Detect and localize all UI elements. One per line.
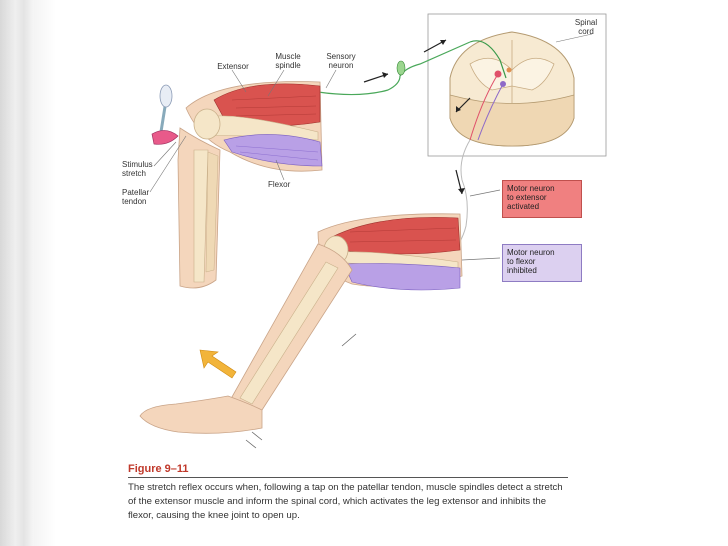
flexor-muscle-lower: [343, 263, 461, 291]
sensory-fiber-in-cord: [469, 40, 507, 79]
leader-extensor: [231, 69, 247, 93]
leader-sensory-neuron: [325, 69, 337, 89]
leader-motor-extensor: [469, 189, 501, 197]
book-binding-shadow: [0, 0, 34, 546]
figure-title: Figure 9–11: [128, 463, 189, 475]
leader-patellar-tendon: [149, 135, 187, 193]
sensory-neuron-path: [317, 41, 471, 96]
box-motor-neuron-flexor: Motor neuron to flexor inhibited: [502, 244, 582, 282]
upper-leg-illustration: [177, 81, 323, 289]
label-flexor: Flexor: [268, 180, 291, 189]
motion-lines: [245, 333, 357, 449]
reflex-hammer: [151, 84, 179, 145]
book-binding-fade: [34, 0, 56, 546]
lower-leg-illustration: [139, 213, 463, 434]
spinal-cord-section: [449, 31, 575, 147]
leader-stimulus: [153, 141, 177, 167]
leader-motor-flexor: [461, 257, 501, 261]
figure-caption: The stretch reflex occurs when, followin…: [128, 482, 563, 521]
flexor-muscle-upper: [223, 134, 323, 167]
leader-muscle-spindle: [267, 69, 285, 97]
interneuron-body: [506, 67, 512, 73]
sensory-ganglion: [396, 60, 406, 76]
label-stimulus-stretch: Stimulus stretch: [122, 160, 153, 178]
label-sensory-neuron: Sensory neuron: [326, 52, 356, 70]
label-muscle-spindle: Muscle spindle: [275, 52, 301, 70]
leader-flexor: [275, 159, 285, 181]
label-extensor: Extensor: [217, 62, 249, 71]
box-motor-neuron-extensor: Motor neuron to extensor activated: [502, 180, 582, 218]
patella: [193, 108, 221, 140]
label-spinal-cord: Spinal cord: [574, 18, 598, 36]
leg-motion-arrow: [199, 349, 237, 379]
leader-spinal-cord: [555, 33, 593, 43]
label-patellar-tendon: Patellar tendon: [122, 188, 150, 206]
figure-rule: [128, 477, 568, 478]
